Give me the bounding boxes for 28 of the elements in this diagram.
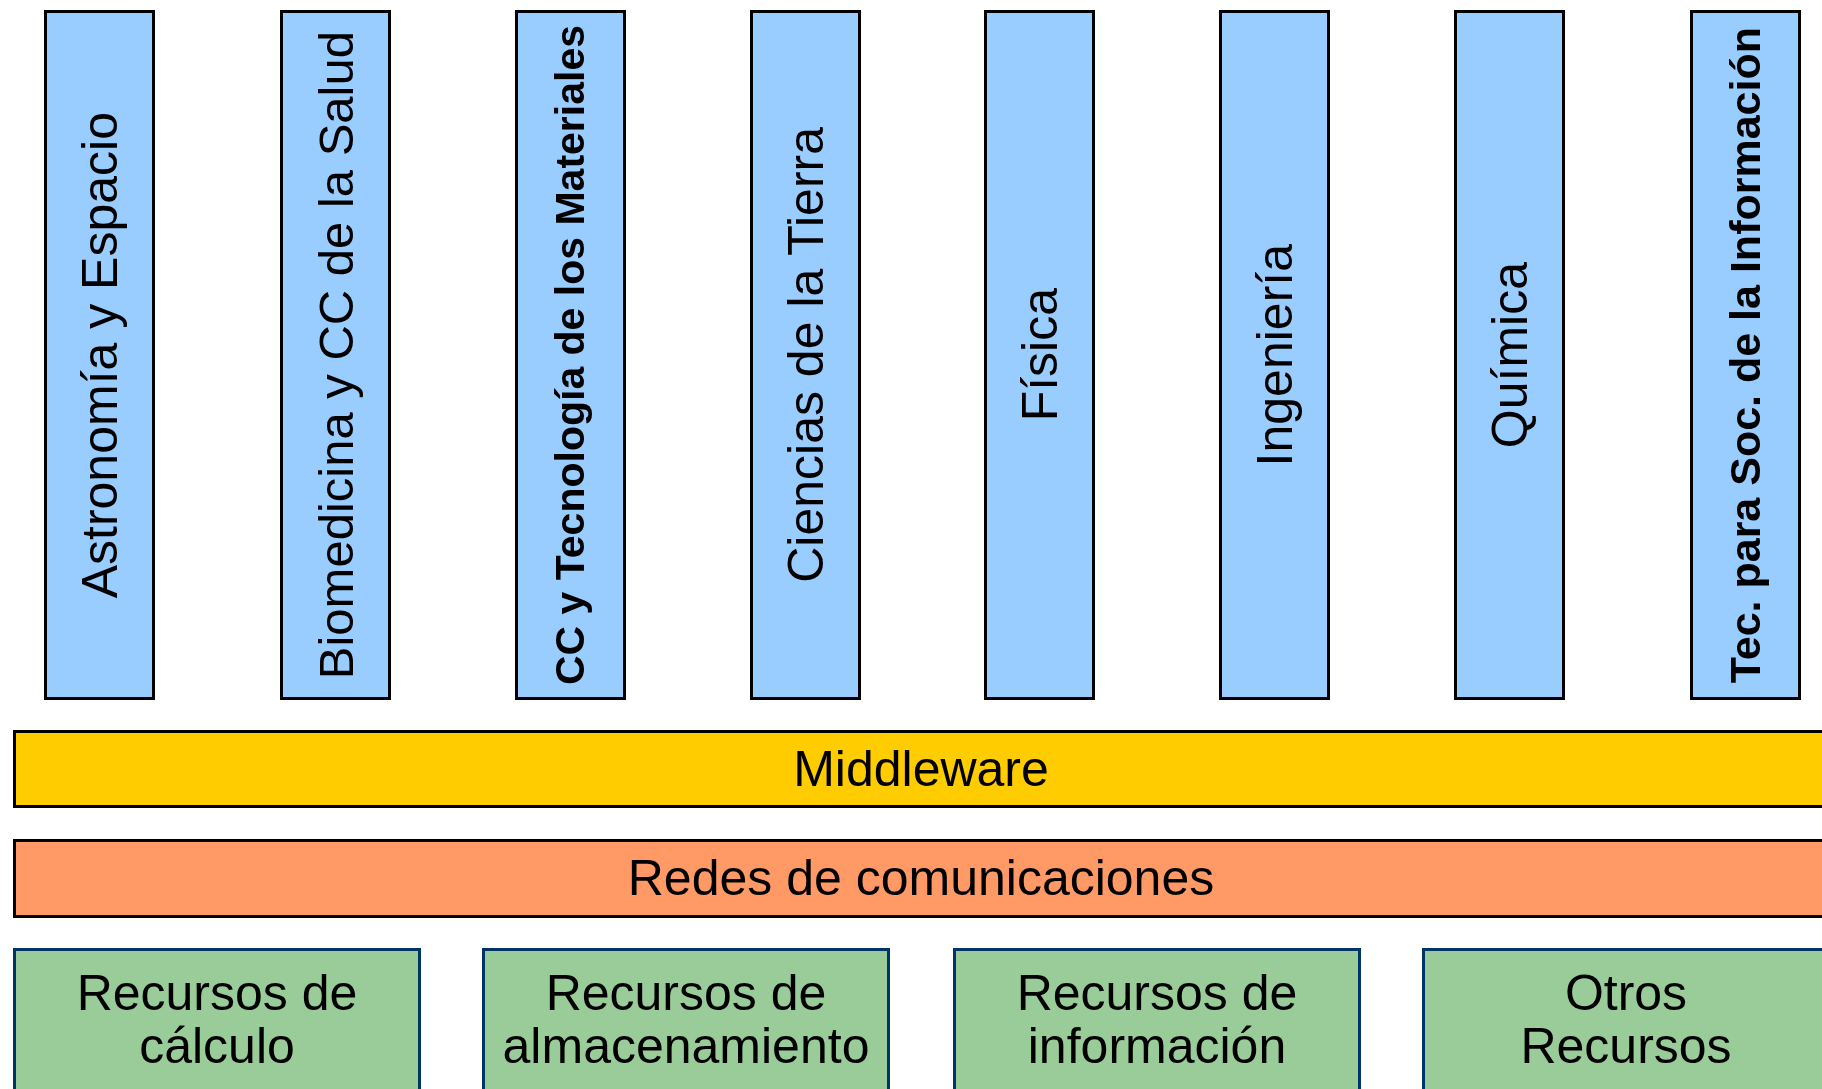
- discipline-label: Tec. para Soc. de la Información: [1721, 26, 1770, 684]
- discipline-column: [1690, 10, 1801, 700]
- resource-box: [1422, 948, 1822, 1089]
- layer-band: [13, 730, 1822, 808]
- discipline-column: [1454, 10, 1565, 700]
- resource-label: Recursos de almacenamiento: [501, 967, 871, 1072]
- discipline-column: [280, 10, 391, 700]
- discipline-label: Química: [1480, 261, 1539, 449]
- discipline-label: Astronomía y Espacio: [70, 111, 129, 599]
- resource-label: Recursos de cálculo: [75, 967, 359, 1072]
- discipline-label: CC y Tecnología de los Materiales: [547, 25, 594, 685]
- layer-label: Middleware: [793, 742, 1049, 796]
- resource-box: [482, 948, 890, 1089]
- discipline-label: Biomedicina y CC de la Salud: [307, 30, 364, 680]
- layer-band: [13, 839, 1822, 918]
- discipline-label: Física: [1010, 288, 1069, 422]
- resource-box: [953, 948, 1361, 1089]
- discipline-label: Ciencias de la Tierra: [776, 127, 835, 583]
- resource-box: [13, 948, 421, 1089]
- layer-label: Redes de comunicaciones: [627, 852, 1215, 905]
- discipline-column: [984, 10, 1095, 700]
- discipline-label: Ingeniería: [1245, 243, 1304, 467]
- discipline-column: [1219, 10, 1330, 700]
- discipline-column: [750, 10, 861, 700]
- resource-label: Otros Recursos: [1519, 967, 1733, 1072]
- resource-label: Recursos de información: [1015, 967, 1299, 1072]
- discipline-column: [44, 10, 155, 700]
- discipline-column: [515, 10, 626, 700]
